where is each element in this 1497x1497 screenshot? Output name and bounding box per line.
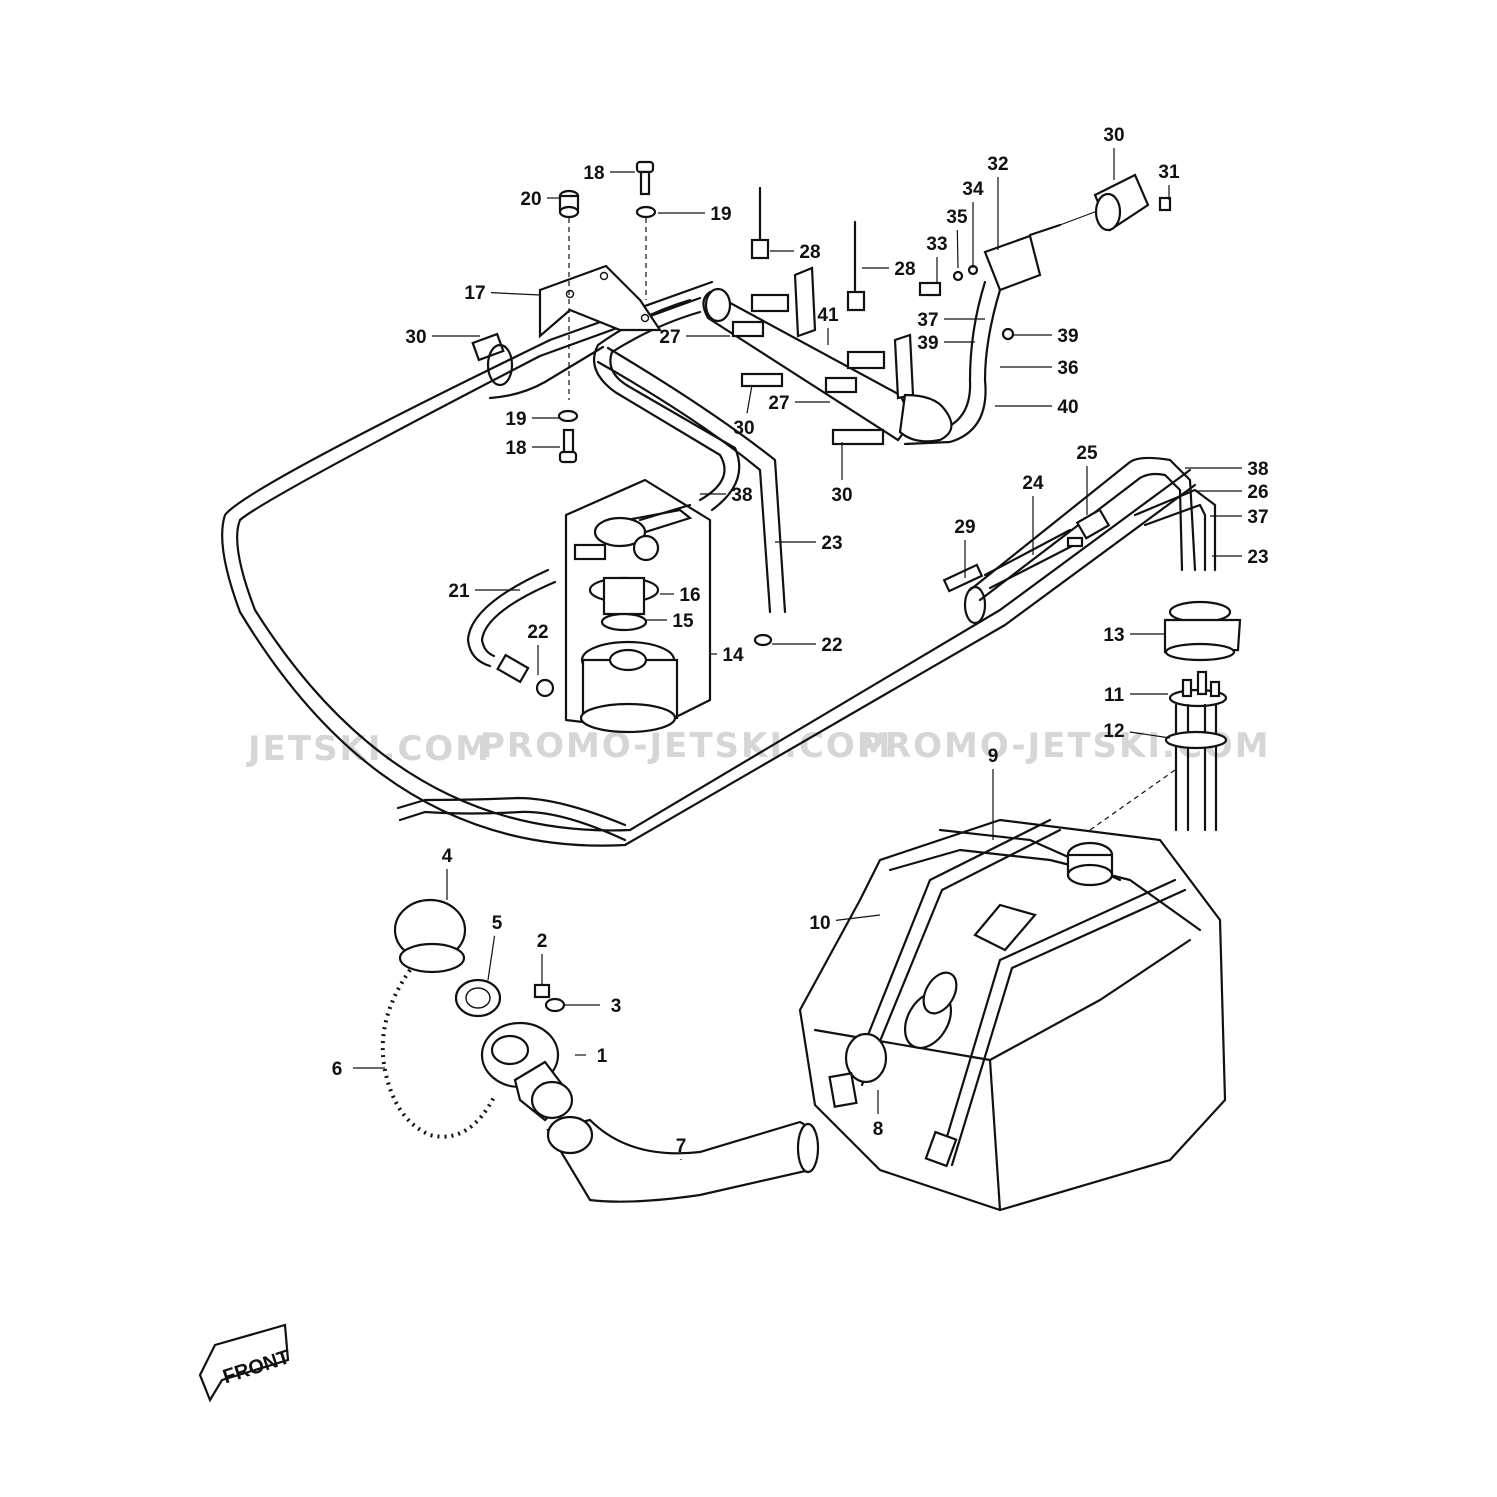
callout-35: 35 xyxy=(946,207,968,228)
callout-39: 39 xyxy=(917,333,938,354)
callouts: 1234567891011121314151617181819192021222… xyxy=(332,125,1269,1157)
callout-17: 17 xyxy=(464,283,485,304)
callout-34: 34 xyxy=(962,179,984,200)
clamp-8 xyxy=(828,1032,888,1108)
callout-23: 23 xyxy=(821,533,842,554)
leader-lines xyxy=(353,148,1242,1160)
callout-7: 7 xyxy=(676,1136,687,1157)
callout-5: 5 xyxy=(492,913,503,934)
chain-6 xyxy=(380,968,497,1139)
bracket-17 xyxy=(538,264,663,339)
clips-30-lower xyxy=(740,372,885,446)
callout-30: 30 xyxy=(831,485,852,506)
callout-40: 40 xyxy=(1057,397,1078,418)
watermark-2: PROMO-JETSKI.COM xyxy=(480,726,893,766)
callout-19: 19 xyxy=(505,409,526,430)
callout-19: 19 xyxy=(710,204,731,225)
callout-38: 38 xyxy=(1247,459,1268,480)
callout-22: 22 xyxy=(821,635,842,656)
callout-28: 28 xyxy=(799,242,820,263)
hardware-18-19-20 xyxy=(557,160,657,464)
callout-33: 33 xyxy=(926,234,947,255)
callout-41: 41 xyxy=(817,305,839,326)
callout-31: 31 xyxy=(1158,162,1180,183)
callout-27: 27 xyxy=(659,327,680,348)
callout-16: 16 xyxy=(679,585,700,606)
leader-12 xyxy=(1129,731,1171,739)
fuel-tank-9 xyxy=(798,818,1227,1212)
callout-27: 27 xyxy=(768,393,789,414)
callout-20: 20 xyxy=(520,189,541,210)
callout-15: 15 xyxy=(672,611,694,632)
callout-23: 23 xyxy=(1247,547,1268,568)
tank-fittings-11-13 xyxy=(1089,600,1242,832)
callout-4: 4 xyxy=(442,846,453,867)
hoses-right xyxy=(942,456,1217,625)
filler-hose-7 xyxy=(546,1115,820,1203)
callout-18: 18 xyxy=(505,438,526,459)
callout-11: 11 xyxy=(1104,685,1125,706)
clip-30-frame xyxy=(471,332,514,387)
hoses-21-23 xyxy=(466,346,787,698)
front-arrow: FRONT xyxy=(198,1323,293,1403)
callout-25: 25 xyxy=(1076,443,1098,464)
fuel-filter-14 xyxy=(564,478,712,734)
screw-2-washer-3 xyxy=(533,983,566,1013)
callout-37: 37 xyxy=(917,310,938,331)
callout-6: 6 xyxy=(332,1059,343,1080)
leader-17 xyxy=(490,292,541,296)
callout-13: 13 xyxy=(1103,625,1124,646)
callout-9: 9 xyxy=(988,746,999,767)
callout-24: 24 xyxy=(1022,473,1044,494)
callout-30: 30 xyxy=(1103,125,1124,146)
callout-30: 30 xyxy=(733,418,754,439)
leader-5 xyxy=(487,935,496,981)
callout-1: 1 xyxy=(597,1046,608,1067)
fuel-cap-4 xyxy=(393,898,502,1018)
callout-38: 38 xyxy=(731,485,752,506)
callout-2: 2 xyxy=(537,931,548,952)
callout-36: 36 xyxy=(1057,358,1078,379)
callout-29: 29 xyxy=(954,517,975,538)
callout-37: 37 xyxy=(1247,507,1268,528)
callout-32: 32 xyxy=(987,154,1008,175)
knob-31 xyxy=(1093,173,1172,232)
callout-30: 30 xyxy=(405,327,426,348)
callout-8: 8 xyxy=(873,1119,884,1140)
leader-35 xyxy=(956,229,959,269)
callout-12: 12 xyxy=(1103,721,1124,742)
callout-18: 18 xyxy=(583,163,604,184)
leader-30 xyxy=(746,384,753,414)
callout-39: 39 xyxy=(1057,326,1078,347)
callout-3: 3 xyxy=(611,996,622,1017)
callout-26: 26 xyxy=(1247,482,1268,503)
fuel-cock-33 xyxy=(898,209,1101,446)
filler-neck-1 xyxy=(480,1021,574,1122)
fuel-rail-42 xyxy=(702,266,915,442)
callout-14: 14 xyxy=(722,645,744,666)
callout-21: 21 xyxy=(448,581,470,602)
callout-28: 28 xyxy=(894,259,915,280)
rivets-28 xyxy=(750,186,866,312)
callout-10: 10 xyxy=(809,913,830,934)
callout-22: 22 xyxy=(527,622,548,643)
leader-10 xyxy=(835,914,881,921)
